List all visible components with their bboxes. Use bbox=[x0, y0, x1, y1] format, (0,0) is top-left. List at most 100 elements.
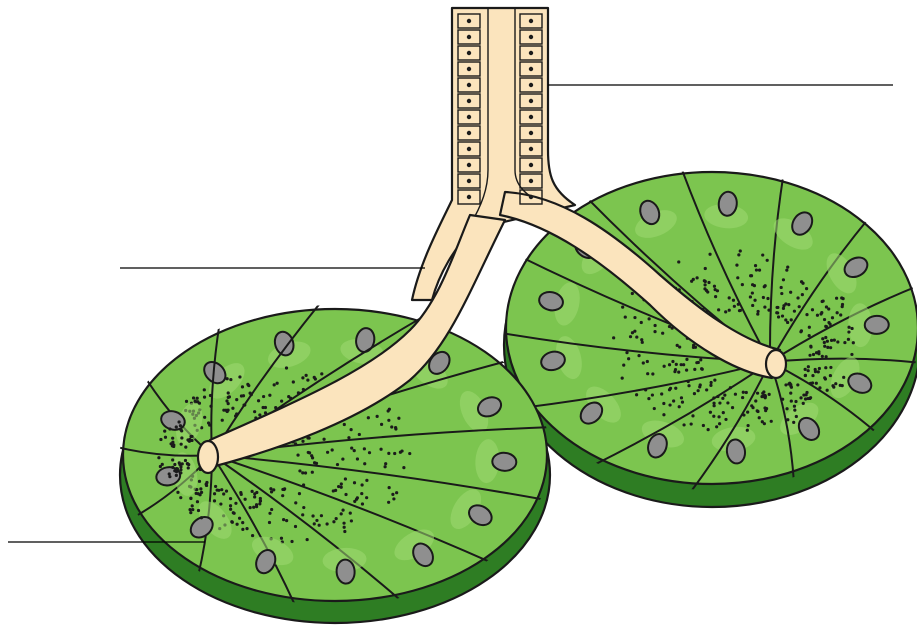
granule bbox=[651, 372, 654, 375]
granule bbox=[163, 430, 166, 433]
granule bbox=[387, 419, 390, 422]
granule bbox=[785, 407, 788, 410]
granule bbox=[384, 462, 387, 465]
granule bbox=[177, 420, 180, 423]
left-branch-lumen-end bbox=[198, 441, 218, 473]
granule bbox=[776, 311, 779, 314]
granule bbox=[281, 488, 284, 491]
duct-cell-nucleus bbox=[467, 51, 471, 55]
granule bbox=[816, 314, 819, 317]
granule bbox=[336, 463, 339, 466]
granule bbox=[273, 383, 276, 386]
granule bbox=[712, 415, 715, 418]
granule bbox=[268, 521, 271, 524]
granule bbox=[821, 355, 824, 358]
granule bbox=[350, 428, 353, 431]
granule bbox=[238, 375, 241, 378]
granule bbox=[231, 521, 234, 524]
granule bbox=[668, 363, 671, 366]
duct-cell-nucleus bbox=[529, 131, 533, 135]
granule bbox=[402, 466, 405, 469]
granule bbox=[731, 406, 734, 409]
granule bbox=[635, 335, 638, 338]
granule bbox=[705, 289, 708, 292]
granule bbox=[709, 411, 712, 414]
granule bbox=[368, 451, 371, 454]
granule bbox=[661, 332, 664, 335]
granule bbox=[280, 400, 283, 403]
granule bbox=[387, 501, 390, 504]
granule bbox=[707, 428, 710, 431]
granule bbox=[181, 462, 184, 465]
granule bbox=[787, 303, 790, 306]
granule bbox=[306, 538, 309, 541]
granule bbox=[842, 376, 845, 379]
granule bbox=[677, 260, 680, 263]
granule bbox=[795, 415, 798, 418]
granule bbox=[380, 423, 383, 426]
granule bbox=[793, 408, 796, 411]
granule bbox=[363, 447, 366, 450]
granule bbox=[360, 492, 363, 495]
granule bbox=[850, 353, 853, 356]
duct-cell-nucleus bbox=[529, 19, 533, 23]
granule bbox=[705, 388, 708, 391]
granule bbox=[195, 492, 198, 495]
granule bbox=[728, 296, 731, 299]
granule bbox=[311, 456, 314, 459]
granule bbox=[822, 299, 825, 302]
granule bbox=[704, 267, 707, 270]
granule bbox=[245, 527, 248, 530]
granule bbox=[394, 426, 397, 429]
granule bbox=[226, 377, 229, 380]
granule bbox=[379, 448, 382, 451]
granule bbox=[294, 501, 297, 504]
granule bbox=[777, 315, 780, 318]
granule bbox=[653, 330, 656, 333]
granule bbox=[843, 341, 846, 344]
granule bbox=[642, 361, 645, 364]
granule bbox=[784, 318, 787, 321]
granule bbox=[180, 429, 183, 432]
granule bbox=[308, 451, 311, 454]
granule bbox=[812, 353, 815, 356]
granule bbox=[733, 305, 736, 308]
granule bbox=[392, 497, 395, 500]
granule bbox=[728, 309, 731, 312]
granule bbox=[640, 321, 643, 324]
granule bbox=[766, 259, 769, 262]
granule bbox=[641, 341, 644, 344]
granule bbox=[272, 488, 275, 491]
granule bbox=[751, 291, 754, 294]
granule bbox=[809, 345, 812, 348]
granule bbox=[798, 305, 801, 308]
granule bbox=[746, 411, 749, 414]
granule bbox=[365, 496, 368, 499]
granule bbox=[196, 397, 199, 400]
granule bbox=[847, 326, 850, 329]
granule bbox=[690, 422, 693, 425]
duct-cell-nucleus bbox=[529, 51, 533, 55]
granule bbox=[653, 407, 656, 410]
granule bbox=[763, 406, 766, 409]
granule bbox=[709, 384, 712, 387]
granule bbox=[276, 382, 279, 385]
granule bbox=[259, 499, 262, 502]
granule bbox=[205, 483, 208, 486]
granule bbox=[264, 406, 267, 409]
granule bbox=[734, 393, 737, 396]
granule bbox=[188, 508, 191, 511]
granule bbox=[741, 283, 744, 286]
granule bbox=[175, 474, 178, 477]
granule bbox=[219, 502, 222, 505]
granule bbox=[799, 330, 802, 333]
granule bbox=[790, 399, 793, 402]
granule bbox=[343, 526, 346, 529]
granule bbox=[340, 482, 343, 485]
granule bbox=[833, 339, 836, 342]
granule bbox=[780, 292, 783, 295]
granule bbox=[753, 299, 756, 302]
granule bbox=[189, 511, 192, 514]
